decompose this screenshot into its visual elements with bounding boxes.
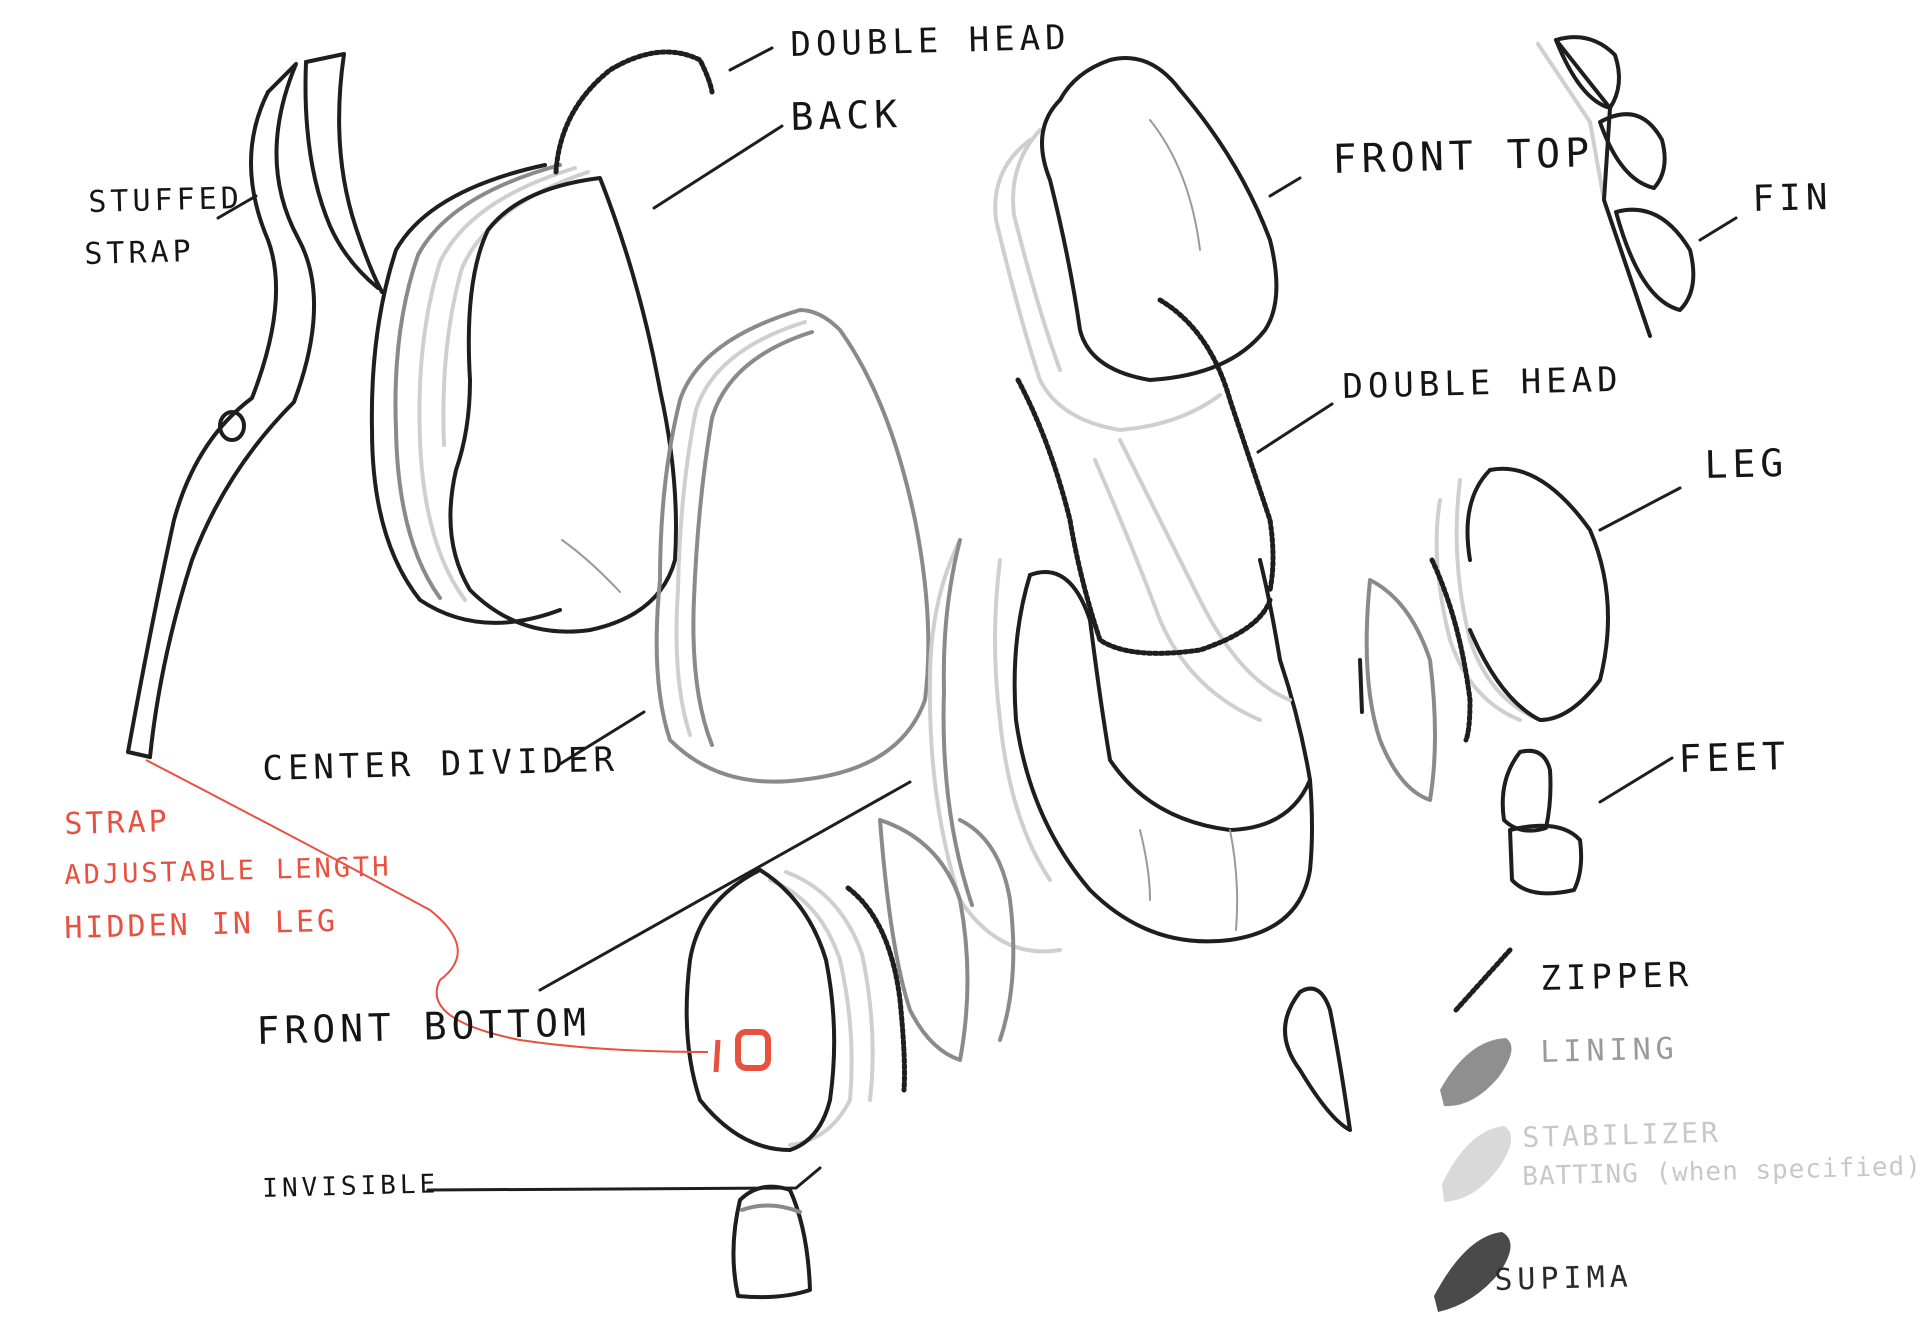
legend xyxy=(1434,947,1513,1312)
feet-drawing xyxy=(1500,748,1584,896)
label-invisible: INVISIBLE xyxy=(261,1169,440,1204)
front-body-drawing xyxy=(927,438,1314,954)
label-strap: STRAP xyxy=(83,234,196,272)
label-strap-note-2: ADJUSTABLE LENGTH xyxy=(63,851,392,891)
label-back: BACK xyxy=(789,92,903,139)
legend-zipper-label: ZIPPER xyxy=(1539,955,1694,999)
label-strap-note-1: STRAP xyxy=(63,804,171,842)
label-double-head-top: DOUBLE HEAD xyxy=(789,17,1072,65)
cone-piece-drawing xyxy=(1283,986,1352,1132)
label-strap-note-3: HIDDEN IN LEG xyxy=(63,903,339,946)
legend-lining-label: LINING xyxy=(1539,1031,1680,1070)
legend-stabilizer-label-1: STABILIZER xyxy=(1521,1115,1722,1154)
legend-supima-label: SUPIMA xyxy=(1493,1259,1634,1298)
fin-drawing xyxy=(1536,35,1696,338)
legend-stabilizer-swatch xyxy=(1442,1126,1512,1202)
leg-drawing xyxy=(1358,466,1610,802)
back-piece-drawing xyxy=(369,163,678,634)
legend-supima-swatch xyxy=(1434,1232,1511,1312)
label-fin: FIN xyxy=(1751,176,1833,220)
label-stuffed: STUFFED xyxy=(87,180,244,220)
leader-lines xyxy=(145,46,1738,1192)
front-bottom-drawing xyxy=(684,818,1016,1152)
label-double-head-mid: DOUBLE HEAD xyxy=(1341,359,1624,407)
legend-lining-swatch xyxy=(1440,1038,1512,1107)
label-front-bottom: FRONT BOTTOM xyxy=(255,1000,592,1053)
invisible-piece-drawing xyxy=(731,1184,812,1300)
front-top-drawing xyxy=(993,56,1279,432)
back-zipper xyxy=(553,49,715,175)
label-feet: FEET xyxy=(1677,734,1791,781)
label-leg: LEG xyxy=(1703,440,1789,487)
legend-zipper-swatch xyxy=(1453,947,1513,1013)
front-top-zipper xyxy=(1157,297,1276,593)
center-divider-drawing xyxy=(654,308,931,784)
stuffed-strap-drawing xyxy=(126,52,384,759)
front-neck-zipper xyxy=(1015,377,1273,656)
label-front-top: FRONT TOP xyxy=(1331,130,1595,183)
label-center-divider: CENTER DIVIDER xyxy=(261,739,620,789)
